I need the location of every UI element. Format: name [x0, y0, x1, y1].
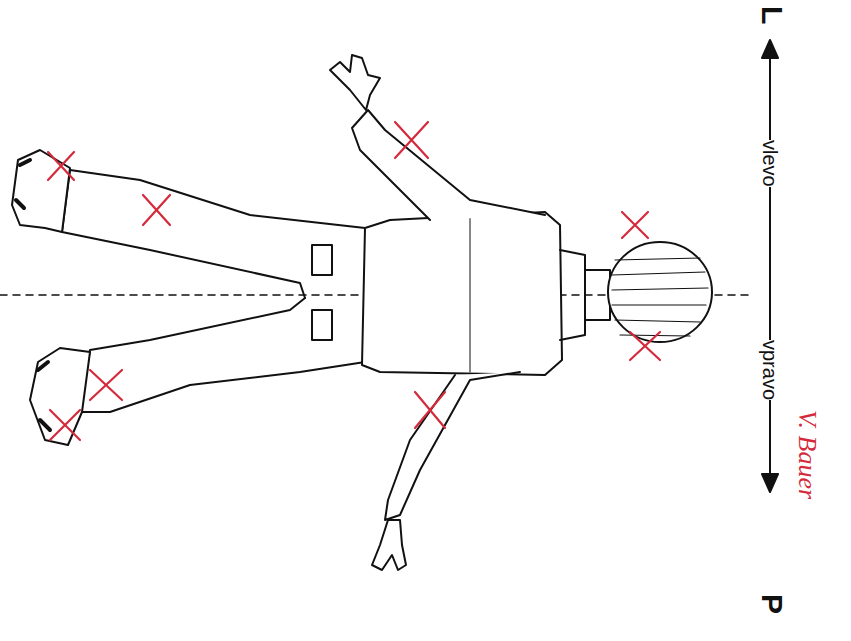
leg-top [62, 170, 365, 298]
direction-label: vlevo [758, 140, 781, 187]
collar [560, 250, 585, 340]
direction-label: vpravo [758, 340, 781, 400]
arm-bottom [385, 372, 520, 520]
shoe-top [12, 150, 70, 232]
red-x-marks [48, 122, 660, 440]
head [608, 242, 712, 342]
hair [612, 258, 708, 336]
leg-bottom [80, 298, 365, 412]
pocket [312, 245, 332, 275]
jacket [362, 212, 562, 375]
hand-top [330, 55, 380, 110]
arm-top [352, 110, 545, 220]
hand-bottom [372, 520, 406, 570]
side-letter: L [754, 6, 789, 24]
signature: V. Bauer [792, 410, 822, 499]
side-letter: P [754, 594, 789, 614]
neck [585, 270, 610, 320]
direction-arrow [762, 40, 778, 492]
shoe-bottom [30, 348, 90, 445]
pocket [312, 310, 332, 340]
